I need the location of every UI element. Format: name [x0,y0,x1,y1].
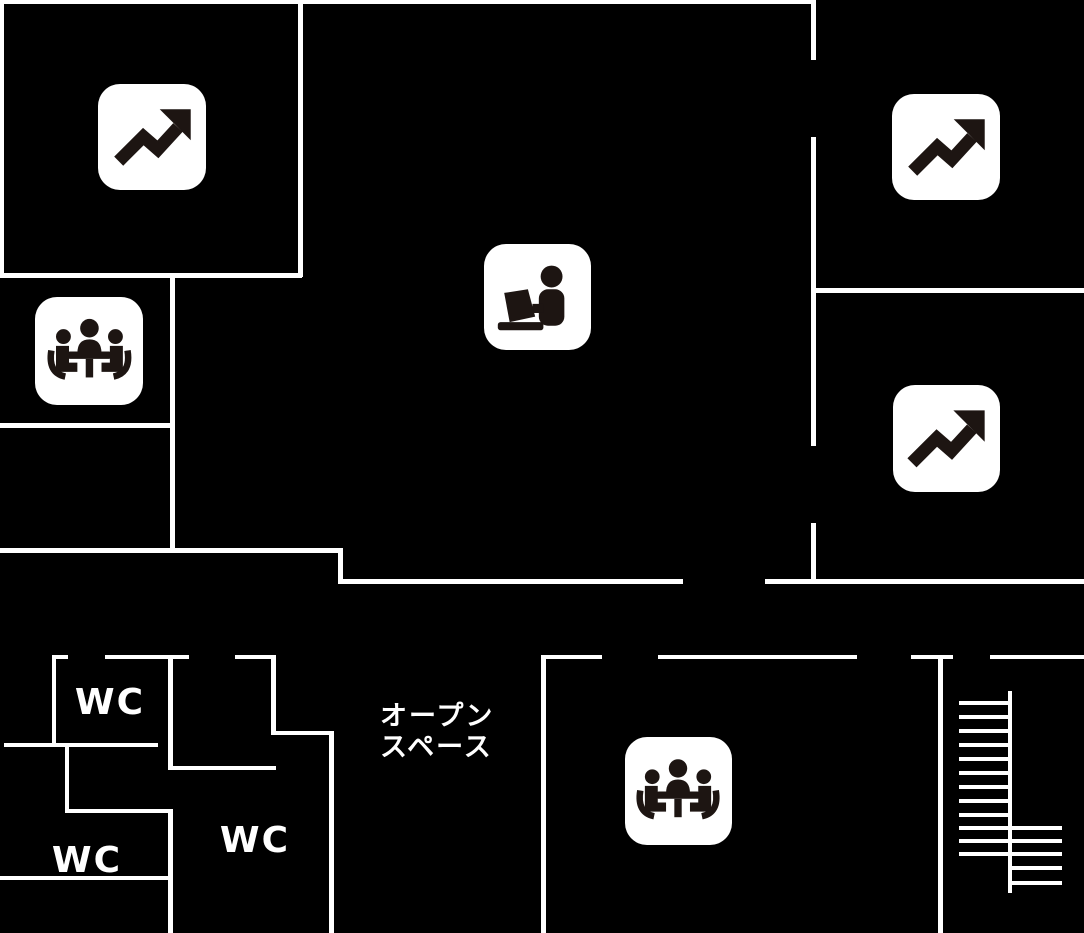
stair-tread [959,743,1009,747]
stair-tread [1008,866,1062,870]
wall-segment [911,655,953,659]
wall-segment [4,743,158,747]
wc-label-top: WC [74,682,146,723]
stair-tread [959,813,1009,817]
wc-label-bottom-middle: WC [219,820,291,861]
wall-segment [0,876,173,880]
wall-segment [338,548,343,584]
wall-segment [298,0,303,277]
wall-segment [235,655,275,659]
stair-tread [959,852,1062,856]
trending-up-glyph [907,119,985,177]
wall-segment [105,655,189,659]
trending-up-glyph [907,410,986,468]
wall-segment [990,655,1084,659]
stair-tread [1008,881,1062,885]
wall-segment [765,579,1084,584]
wall-segment [658,655,857,659]
stair-tread [959,729,1009,733]
stair-tread [959,771,1009,775]
trending-up-glyph [113,109,191,167]
wall-segment [541,655,546,933]
trending-up-icon [893,385,1000,492]
stair-tread [959,799,1009,803]
meeting-table-glyph [47,318,131,380]
open-space-label: オープン スペース [380,701,495,764]
stair-rail [1008,691,1012,893]
wall-segment [65,743,69,813]
wall-segment [813,288,1084,293]
wall-segment [0,0,4,277]
wall-segment [65,809,171,813]
trending-up-icon [892,94,1000,200]
stair-tread [959,826,1062,830]
wall-segment [545,655,602,659]
stair-tread [959,839,1062,843]
stair-tread [959,715,1009,719]
wall-segment [811,523,816,584]
wall-segment [0,423,172,428]
trending-up-icon [98,84,206,190]
wall-segment [0,548,343,553]
stair-tread [959,757,1009,761]
wall-segment [168,766,276,770]
wall-segment [271,731,333,735]
wall-segment [811,0,816,60]
stair-tread [959,785,1009,789]
wall-segment [0,0,815,4]
wall-segment [170,277,175,552]
person-laptop-icon [484,244,591,350]
meeting-table-icon [35,297,143,405]
wall-segment [271,655,276,735]
wall-segment [168,655,173,770]
wc-label-bottom-left: WC [51,840,123,881]
wall-segment [0,273,302,278]
wall-segment [938,655,943,933]
meeting-table-icon [625,737,732,845]
wall-segment [338,579,683,584]
meeting-table-glyph [636,758,721,819]
wall-segment [52,655,56,747]
person-laptop-glyph [498,266,565,331]
stair-tread [959,701,1009,705]
wall-segment [329,731,334,933]
wall-segment [168,809,173,933]
wall-segment [52,655,68,659]
